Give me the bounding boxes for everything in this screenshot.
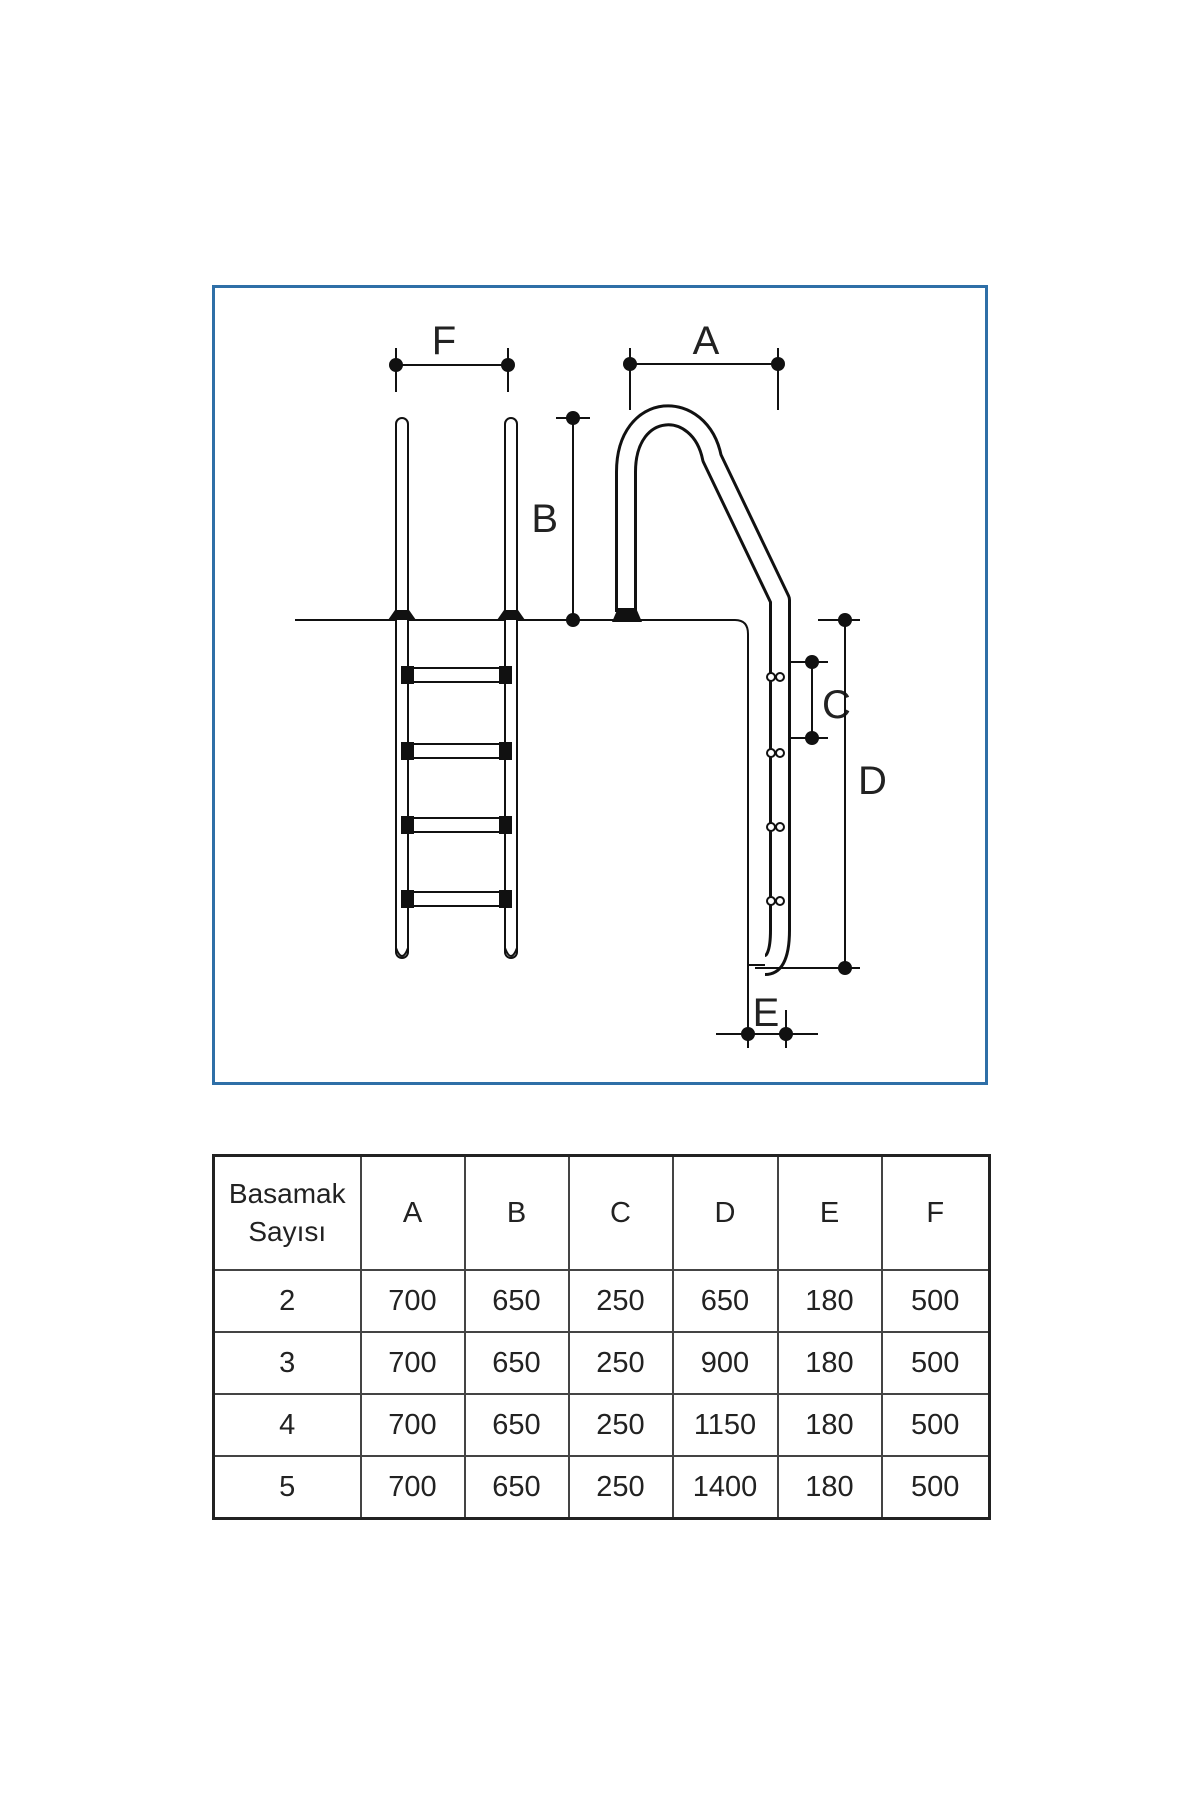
cell-steps: 5 (212, 1455, 362, 1520)
cell-d: 900 (671, 1331, 779, 1395)
front-step-3 (401, 816, 512, 834)
table-row: 2 700 650 250 650 180 500 (212, 1269, 991, 1333)
dimension-label-a: A (693, 319, 720, 363)
dimension-label-d: D (858, 759, 887, 803)
cell-d: 1400 (671, 1455, 779, 1520)
cell-e: 180 (776, 1393, 883, 1457)
header-steps-line1: Basamak (228, 1178, 346, 1209)
cell-f: 500 (880, 1331, 991, 1395)
header-steps-line2: Sayısı (248, 1216, 327, 1247)
cell-f: 500 (880, 1455, 991, 1520)
cell-e: 180 (776, 1455, 883, 1520)
header-steps: Basamak Sayısı (212, 1154, 362, 1271)
cell-f: 500 (880, 1393, 991, 1457)
side-steps (766, 672, 785, 906)
header-c: C (567, 1154, 674, 1271)
header-b: B (463, 1154, 570, 1271)
front-step-1 (401, 666, 512, 684)
cell-a: 700 (359, 1331, 466, 1395)
dimension-c: C (790, 655, 851, 745)
header-d: D (671, 1154, 779, 1271)
dimension-d: D (755, 613, 887, 975)
dimension-label-c: C (822, 683, 851, 727)
side-ladder (612, 404, 791, 976)
cell-c: 250 (567, 1455, 674, 1520)
dimension-label-e: E (753, 991, 780, 1035)
cell-b: 650 (463, 1269, 570, 1333)
deck-wall-line (734, 619, 749, 980)
cell-e: 180 (776, 1269, 883, 1333)
cell-d: 1150 (671, 1393, 779, 1457)
cell-a: 700 (359, 1269, 466, 1333)
header-a: A (359, 1154, 466, 1271)
front-step-2 (401, 742, 512, 760)
front-step-4 (401, 890, 512, 908)
side-handrail (615, 404, 791, 976)
cell-steps: 2 (212, 1269, 362, 1333)
dimensions-table: Basamak Sayısı A B C D E F 2 700 650 250… (212, 1154, 991, 1520)
table-row: 5 700 650 250 1400 180 500 (212, 1455, 991, 1520)
table-row: 4 700 650 250 1150 180 500 (212, 1393, 991, 1457)
header-f: F (880, 1154, 991, 1271)
cell-c: 250 (567, 1269, 674, 1333)
front-rail-left (395, 417, 409, 959)
front-foot-left (395, 947, 409, 957)
dimension-e: E (716, 980, 818, 1048)
cell-b: 650 (463, 1331, 570, 1395)
cell-steps: 4 (212, 1393, 362, 1457)
header-e: E (776, 1154, 883, 1271)
dimension-a: A (623, 319, 785, 410)
cell-a: 700 (359, 1393, 466, 1457)
cell-c: 250 (567, 1393, 674, 1457)
cell-a: 700 (359, 1455, 466, 1520)
table-row: 3 700 650 250 900 180 500 (212, 1331, 991, 1395)
front-flange-left (388, 610, 416, 620)
front-rail-right (504, 417, 518, 959)
cell-d: 650 (671, 1269, 779, 1333)
cell-steps: 3 (212, 1331, 362, 1395)
cell-e: 180 (776, 1331, 883, 1395)
table-header-row: Basamak Sayısı A B C D E F (212, 1154, 991, 1271)
cell-b: 650 (463, 1455, 570, 1520)
cell-c: 250 (567, 1331, 674, 1395)
diagram-panel (212, 285, 988, 1085)
front-flange-right (497, 610, 525, 620)
cell-b: 650 (463, 1393, 570, 1457)
dimension-b: B (531, 411, 590, 627)
dimension-label-b: B (531, 497, 558, 541)
front-ladder (388, 417, 525, 959)
dimension-f: F (389, 319, 515, 392)
side-base-plate (612, 608, 642, 622)
dimension-label-f: F (432, 319, 456, 363)
cell-f: 500 (880, 1269, 991, 1333)
front-foot-right (504, 947, 518, 957)
